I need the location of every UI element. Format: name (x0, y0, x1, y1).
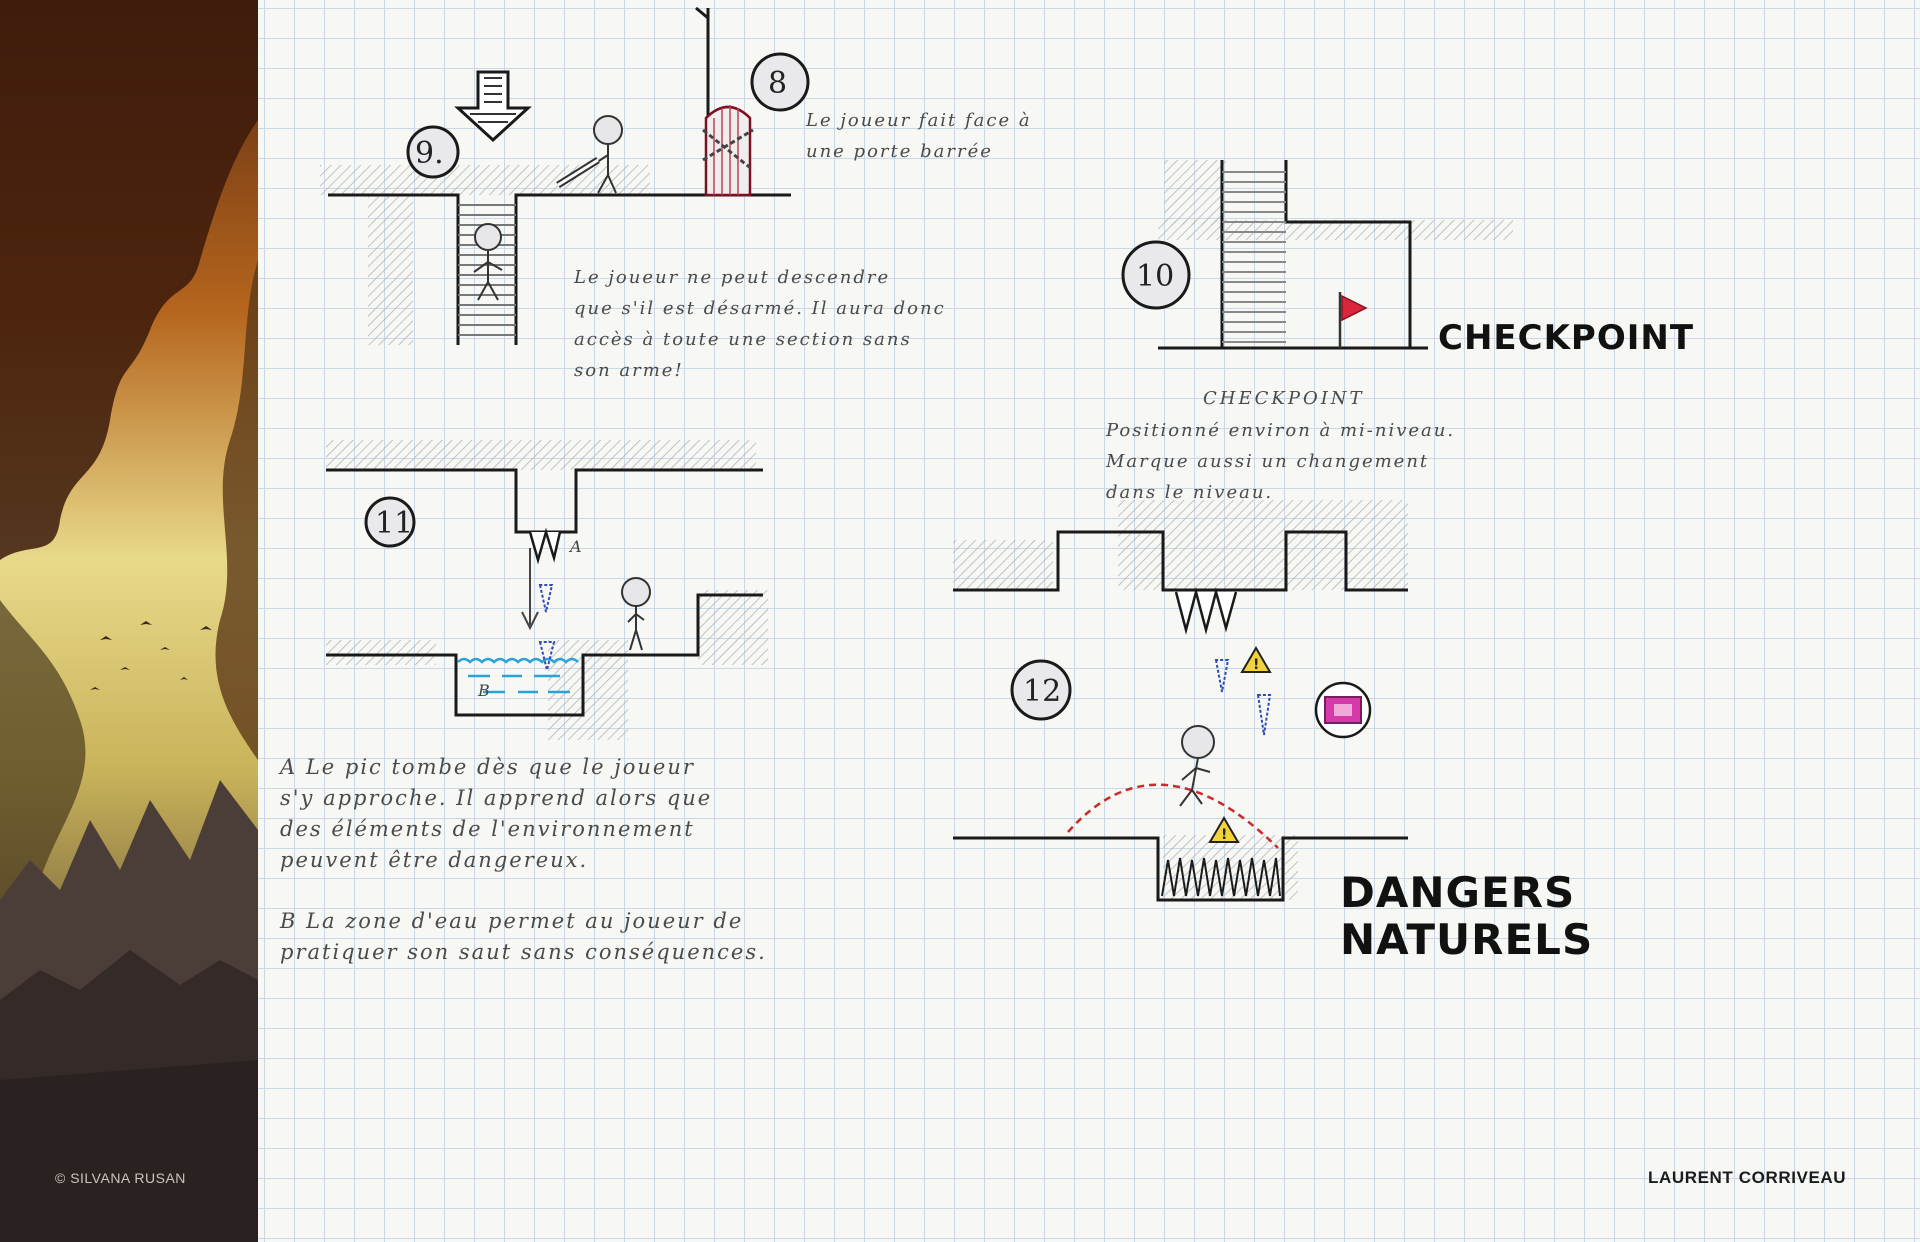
dangers-title-line1: DANGERS (1340, 868, 1575, 917)
badge-12: 12 (1012, 661, 1070, 719)
checkpoint-title: CHECKPOINT (1438, 318, 1694, 358)
cave-art-panel: © SILVANA RUSAN (0, 0, 258, 1242)
warning-icon: ! (1242, 648, 1270, 673)
author-credit: LAURENT CORRIVEAU (1648, 1168, 1846, 1188)
ladder-icon (1222, 172, 1286, 342)
note-b: B La zone d'eau permet au joueur de prat… (280, 906, 767, 968)
svg-text:11: 11 (375, 506, 413, 541)
svg-text:9.: 9. (415, 136, 444, 171)
svg-text:!: ! (1253, 657, 1259, 673)
stalactite-icon (530, 532, 560, 560)
badge-9: 9. (408, 127, 458, 177)
svg-text:!: ! (1221, 827, 1227, 843)
checkpoint-flag-icon (1340, 292, 1366, 348)
down-arrow-icon (458, 72, 528, 140)
badge-10: 10 (1123, 242, 1189, 308)
player-figure-icon (474, 224, 502, 300)
svg-text:12: 12 (1023, 674, 1061, 709)
note-checkpoint-heading: CHECKPOINT (1203, 383, 1365, 414)
graph-paper-page: ! ! 9. (258, 0, 1920, 1242)
cave-illustration (0, 0, 258, 1242)
gem-pickup-icon (1316, 683, 1370, 737)
barred-door-icon (696, 8, 753, 195)
falling-arrow-icon (522, 548, 538, 628)
note-a: A Le pic tombe dès que le joueur s'y app… (280, 752, 712, 876)
badge-8: 8 (752, 54, 808, 110)
note-descend: Le joueur ne peut descendre que s'il est… (574, 262, 946, 386)
svg-text:10: 10 (1136, 259, 1174, 294)
badge-11: 11 (366, 498, 414, 546)
note-door: Le joueur fait face à une porte barrée (806, 105, 1032, 167)
label-a: A (568, 537, 582, 556)
note-checkpoint-body: Positionné environ à mi-niveau. Marque a… (1106, 415, 1455, 508)
artist-credit: © SILVANA RUSAN (55, 1170, 186, 1186)
spike-drop-hint-icon (540, 585, 552, 612)
level-sketches: ! ! 9. (258, 0, 1920, 1242)
label-b: B (477, 681, 490, 700)
sketch-section-11 (326, 440, 768, 740)
svg-text:8: 8 (768, 66, 787, 101)
player-figure-icon (1180, 726, 1214, 806)
stalactites-icon (1176, 592, 1236, 630)
warning-icon: ! (1210, 818, 1238, 843)
dangers-title-line2: NATURELS (1340, 915, 1593, 964)
player-figure-icon (622, 578, 650, 650)
